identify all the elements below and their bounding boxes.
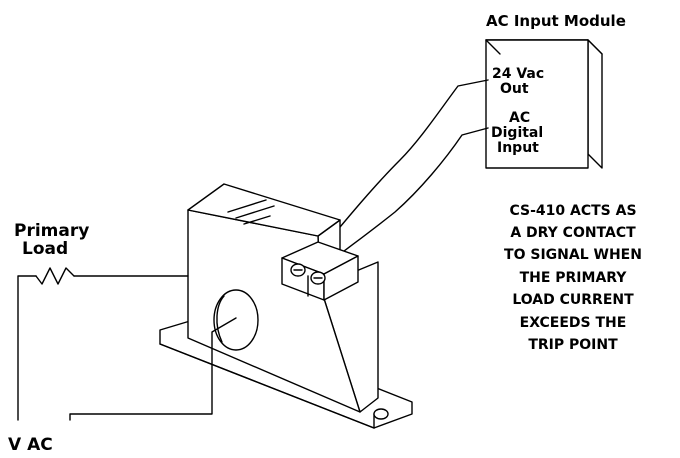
top-label-line-2 (235, 205, 275, 219)
note-line: TO SIGNAL WHEN (504, 247, 642, 263)
module-front-face (485, 39, 589, 169)
primary-load-label-line2: Load (22, 239, 68, 259)
ac-input-module (485, 39, 603, 169)
vac-out-label-line2: Out (500, 81, 529, 97)
primary-load-label-line1: Primary (14, 221, 89, 241)
digital-input-label-line1: AC (509, 110, 530, 126)
primary-circuit (17, 267, 237, 421)
top-label-line-3 (243, 215, 271, 225)
digital-input-label-line3: Input (497, 140, 539, 156)
digital-input-label-line2: Digital (491, 125, 543, 141)
terminal-block-side (323, 255, 359, 301)
v-ac-label: V AC (8, 435, 53, 455)
explanatory-note: CS-410 ACTS AS A DRY CONTACT TO SIGNAL W… (504, 203, 642, 353)
primary-load-resistor (35, 267, 75, 285)
mounting-hole-right (373, 408, 389, 420)
sensor-top-face (187, 183, 341, 237)
sensor-aperture (213, 289, 259, 351)
note-line: THE PRIMARY (520, 270, 628, 286)
top-label-line-1 (227, 199, 267, 213)
wire-24vac-out (305, 79, 489, 261)
note-line: TRIP POINT (528, 337, 618, 353)
note-line: CS-410 ACTS AS (509, 203, 636, 219)
note-line: A DRY CONTACT (510, 225, 636, 241)
base-front-edge (159, 343, 375, 429)
module-edge (485, 39, 501, 55)
note-line: EXCEEDS THE (520, 315, 627, 331)
vac-out-label-line1: 24 Vac (492, 66, 544, 82)
wire-load-to-vac (17, 275, 37, 421)
module-side-face (587, 39, 603, 169)
module-title: AC Input Module (486, 12, 626, 30)
aperture-inner-shade (216, 295, 225, 343)
cs-410-current-sensor (159, 183, 413, 429)
wire-primary-return (69, 317, 237, 421)
note-line: LOAD CURRENT (512, 292, 634, 308)
